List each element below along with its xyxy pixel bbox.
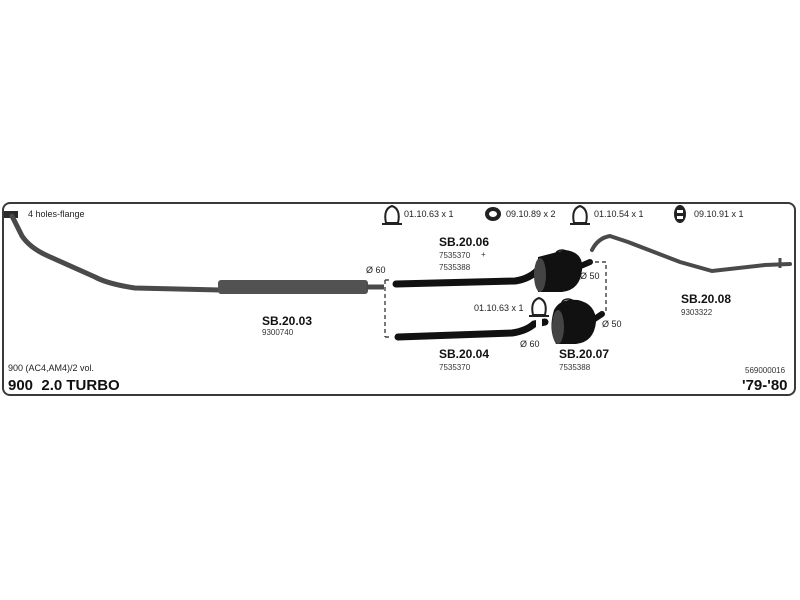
rubber-mount-icon: [485, 207, 501, 221]
lower-pipe: [394, 316, 549, 341]
ring-hanger-icon: [382, 204, 402, 225]
join-indicator: [588, 261, 607, 313]
upper-outlet-diameter: Ø 50: [580, 271, 600, 281]
lower-pipe-number: 7535370: [439, 363, 471, 372]
lower-inlet-diameter: Ø 60: [520, 339, 540, 349]
front-pipe-number: 9300740: [262, 328, 294, 337]
upper-pipe: [392, 249, 593, 292]
ring-hanger-icon: [570, 204, 590, 225]
tail-pipe-number: 9303322: [681, 308, 713, 317]
middle-hanger-ref: 01.10.63 x 1: [474, 303, 524, 313]
front-silencer: [218, 280, 368, 294]
rubber-block-icon: [674, 205, 686, 223]
lower-outlet-diameter: Ø 50: [602, 319, 622, 329]
rear-silencer-number: 7535388: [559, 363, 591, 372]
hanger-ref-2: 09.10.89 x 2: [506, 209, 556, 219]
upper-pipe-number: 7535370: [439, 251, 471, 260]
diagram-frame: [2, 202, 796, 396]
upper-pipe-code: SB.20.06: [439, 235, 490, 249]
rear-silencer-code: SB.20.07: [559, 347, 610, 361]
upper-pipe-plus: +: [481, 250, 486, 259]
upper-silencer: [538, 250, 583, 292]
flange-note: 4 holes-flange: [28, 209, 85, 219]
ring-hanger-icon: [529, 296, 549, 317]
hanger-ref-3: 01.10.54 x 1: [594, 209, 644, 219]
catalog-number: 569000016: [745, 366, 786, 375]
tail-pipe: [590, 233, 792, 274]
branch-indicator: [384, 279, 392, 338]
front-pipe-code: SB.20.03: [262, 314, 313, 328]
variant-note: 900 (AC4,AM4)/2 vol.: [8, 363, 95, 373]
front-pipe: [4, 211, 384, 294]
hanger-ref-4: 09.10.91 x 1: [694, 209, 744, 219]
rear-silencer: [551, 298, 605, 344]
hanger-ref-1: 01.10.63 x 1: [404, 209, 454, 219]
upper-pipe-number-2: 7535388: [439, 263, 471, 272]
inlet-diameter: Ø 60: [366, 265, 386, 275]
tail-pipe-code: SB.20.08: [681, 292, 732, 306]
lower-pipe-code: SB.20.04: [439, 347, 490, 361]
model-title: 900 2.0 TURBO: [8, 377, 120, 394]
model-years: '79-'80: [742, 377, 788, 394]
